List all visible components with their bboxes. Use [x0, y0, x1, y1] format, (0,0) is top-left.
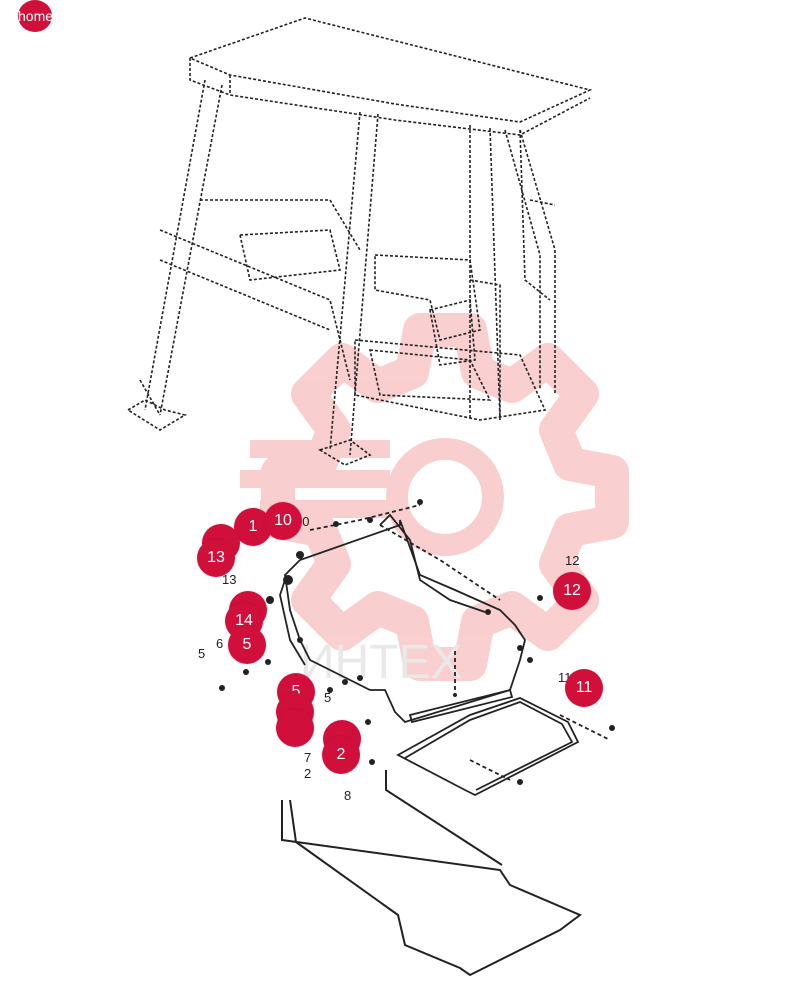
part-label: 6 [216, 636, 224, 651]
cab-frame [126, 17, 593, 466]
part-label: 8 [344, 788, 352, 803]
shield-assembly [279, 504, 611, 797]
part-label: 5 [324, 690, 332, 705]
callout-2[interactable]: 2 [322, 736, 360, 774]
home-button[interactable]: home [18, 0, 52, 32]
callout-13[interactable]: 13 [197, 539, 235, 577]
callout-12[interactable]: 12 [553, 572, 591, 610]
part-label: 2 [304, 766, 312, 781]
watermark-gear-icon [240, 313, 629, 681]
fasteners [219, 499, 615, 785]
part-label: 5 [198, 646, 206, 661]
part-label: 12 [565, 553, 580, 568]
callout-5[interactable]: 5 [228, 626, 266, 664]
part-label: 13 [222, 572, 237, 587]
watermark-text: ИНТЕХ [300, 636, 463, 689]
part-label: 7 [304, 750, 312, 765]
callout-11[interactable]: 11 [565, 669, 603, 707]
callout-blank[interactable] [276, 709, 314, 747]
callout-10[interactable]: 10 [264, 502, 302, 540]
seal-gasket [281, 770, 582, 977]
